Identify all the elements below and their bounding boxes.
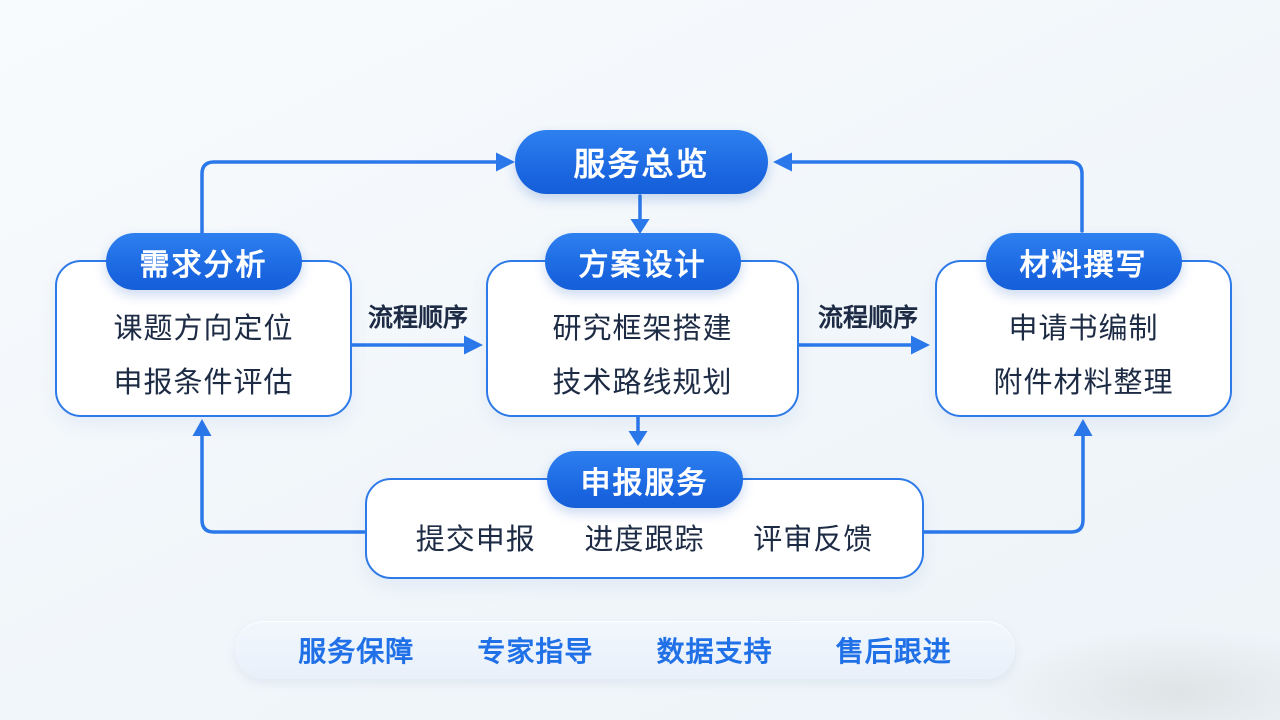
footer-item-expert-guidance: 专家指导 <box>477 636 594 667</box>
node-material-writing-header: 材料撰写 <box>985 233 1182 290</box>
arrow-service-to-demand <box>192 419 366 534</box>
node-application-service: 申报服务 提交申报 进度跟踪 评审反馈 <box>365 451 924 579</box>
node-service-overview: 服务总览 <box>515 130 768 194</box>
flow-order-label-right: 流程顺序 <box>817 304 918 332</box>
arrow-service-to-material <box>919 419 1093 534</box>
node-material-writing: 材料撰写 申请书编制 附件材料整理 <box>935 233 1232 417</box>
node-application-service-title: 申报服务 <box>580 466 709 500</box>
footer-item-after-sales-follow-up: 售后跟进 <box>835 636 952 667</box>
node-plan-design-header: 方案设计 <box>544 233 741 290</box>
node-application-service-body: 提交申报 进度跟踪 评审反馈 <box>367 502 922 577</box>
arrow-demand-to-plan <box>348 335 483 355</box>
material-line-attachment-organization: 附件材料整理 <box>993 366 1174 399</box>
arrow-demand-to-overview <box>200 152 515 238</box>
node-plan-design-body: 研究框架搭建 技术路线规划 <box>488 296 797 415</box>
node-material-writing-title: 材料撰写 <box>1019 248 1148 282</box>
arrow-material-to-overview <box>773 152 1084 233</box>
flow-order-label-left: 流程顺序 <box>367 304 468 332</box>
footer-item-service-guarantee: 服务保障 <box>298 636 415 667</box>
node-material-writing-body: 申请书编制 附件材料整理 <box>937 296 1230 415</box>
node-plan-design-title: 方案设计 <box>578 248 707 282</box>
footer-bar: 服务保障 专家指导 数据支持 售后跟进 <box>235 621 1015 679</box>
arrow-plan-to-material <box>795 335 930 355</box>
service-item-submit-application: 提交申报 <box>415 523 536 556</box>
node-demand-analysis-title: 需求分析 <box>139 248 268 282</box>
demand-line-topic-direction: 课题方向定位 <box>113 312 294 345</box>
plan-line-technical-route: 技术路线规划 <box>552 366 733 399</box>
arrow-overview-to-plan <box>630 194 650 234</box>
material-line-application-compilation: 申请书编制 <box>1008 312 1159 345</box>
demand-line-condition-assessment: 申报条件评估 <box>113 366 294 399</box>
node-demand-analysis-header: 需求分析 <box>105 233 302 290</box>
node-service-overview-label: 服务总览 <box>573 146 710 182</box>
service-item-progress-tracking: 进度跟踪 <box>584 523 705 556</box>
arrow-plan-to-service <box>628 412 648 446</box>
node-application-service-header: 申报服务 <box>546 451 743 508</box>
footer-item-data-support: 数据支持 <box>656 636 773 667</box>
node-plan-design: 方案设计 研究框架搭建 技术路线规划 <box>486 233 799 417</box>
node-demand-analysis: 需求分析 课题方向定位 申报条件评估 <box>55 233 352 417</box>
plan-line-research-framework: 研究框架搭建 <box>552 312 733 345</box>
service-item-review-feedback: 评审反馈 <box>753 523 874 556</box>
node-demand-analysis-body: 课题方向定位 申报条件评估 <box>57 296 350 415</box>
